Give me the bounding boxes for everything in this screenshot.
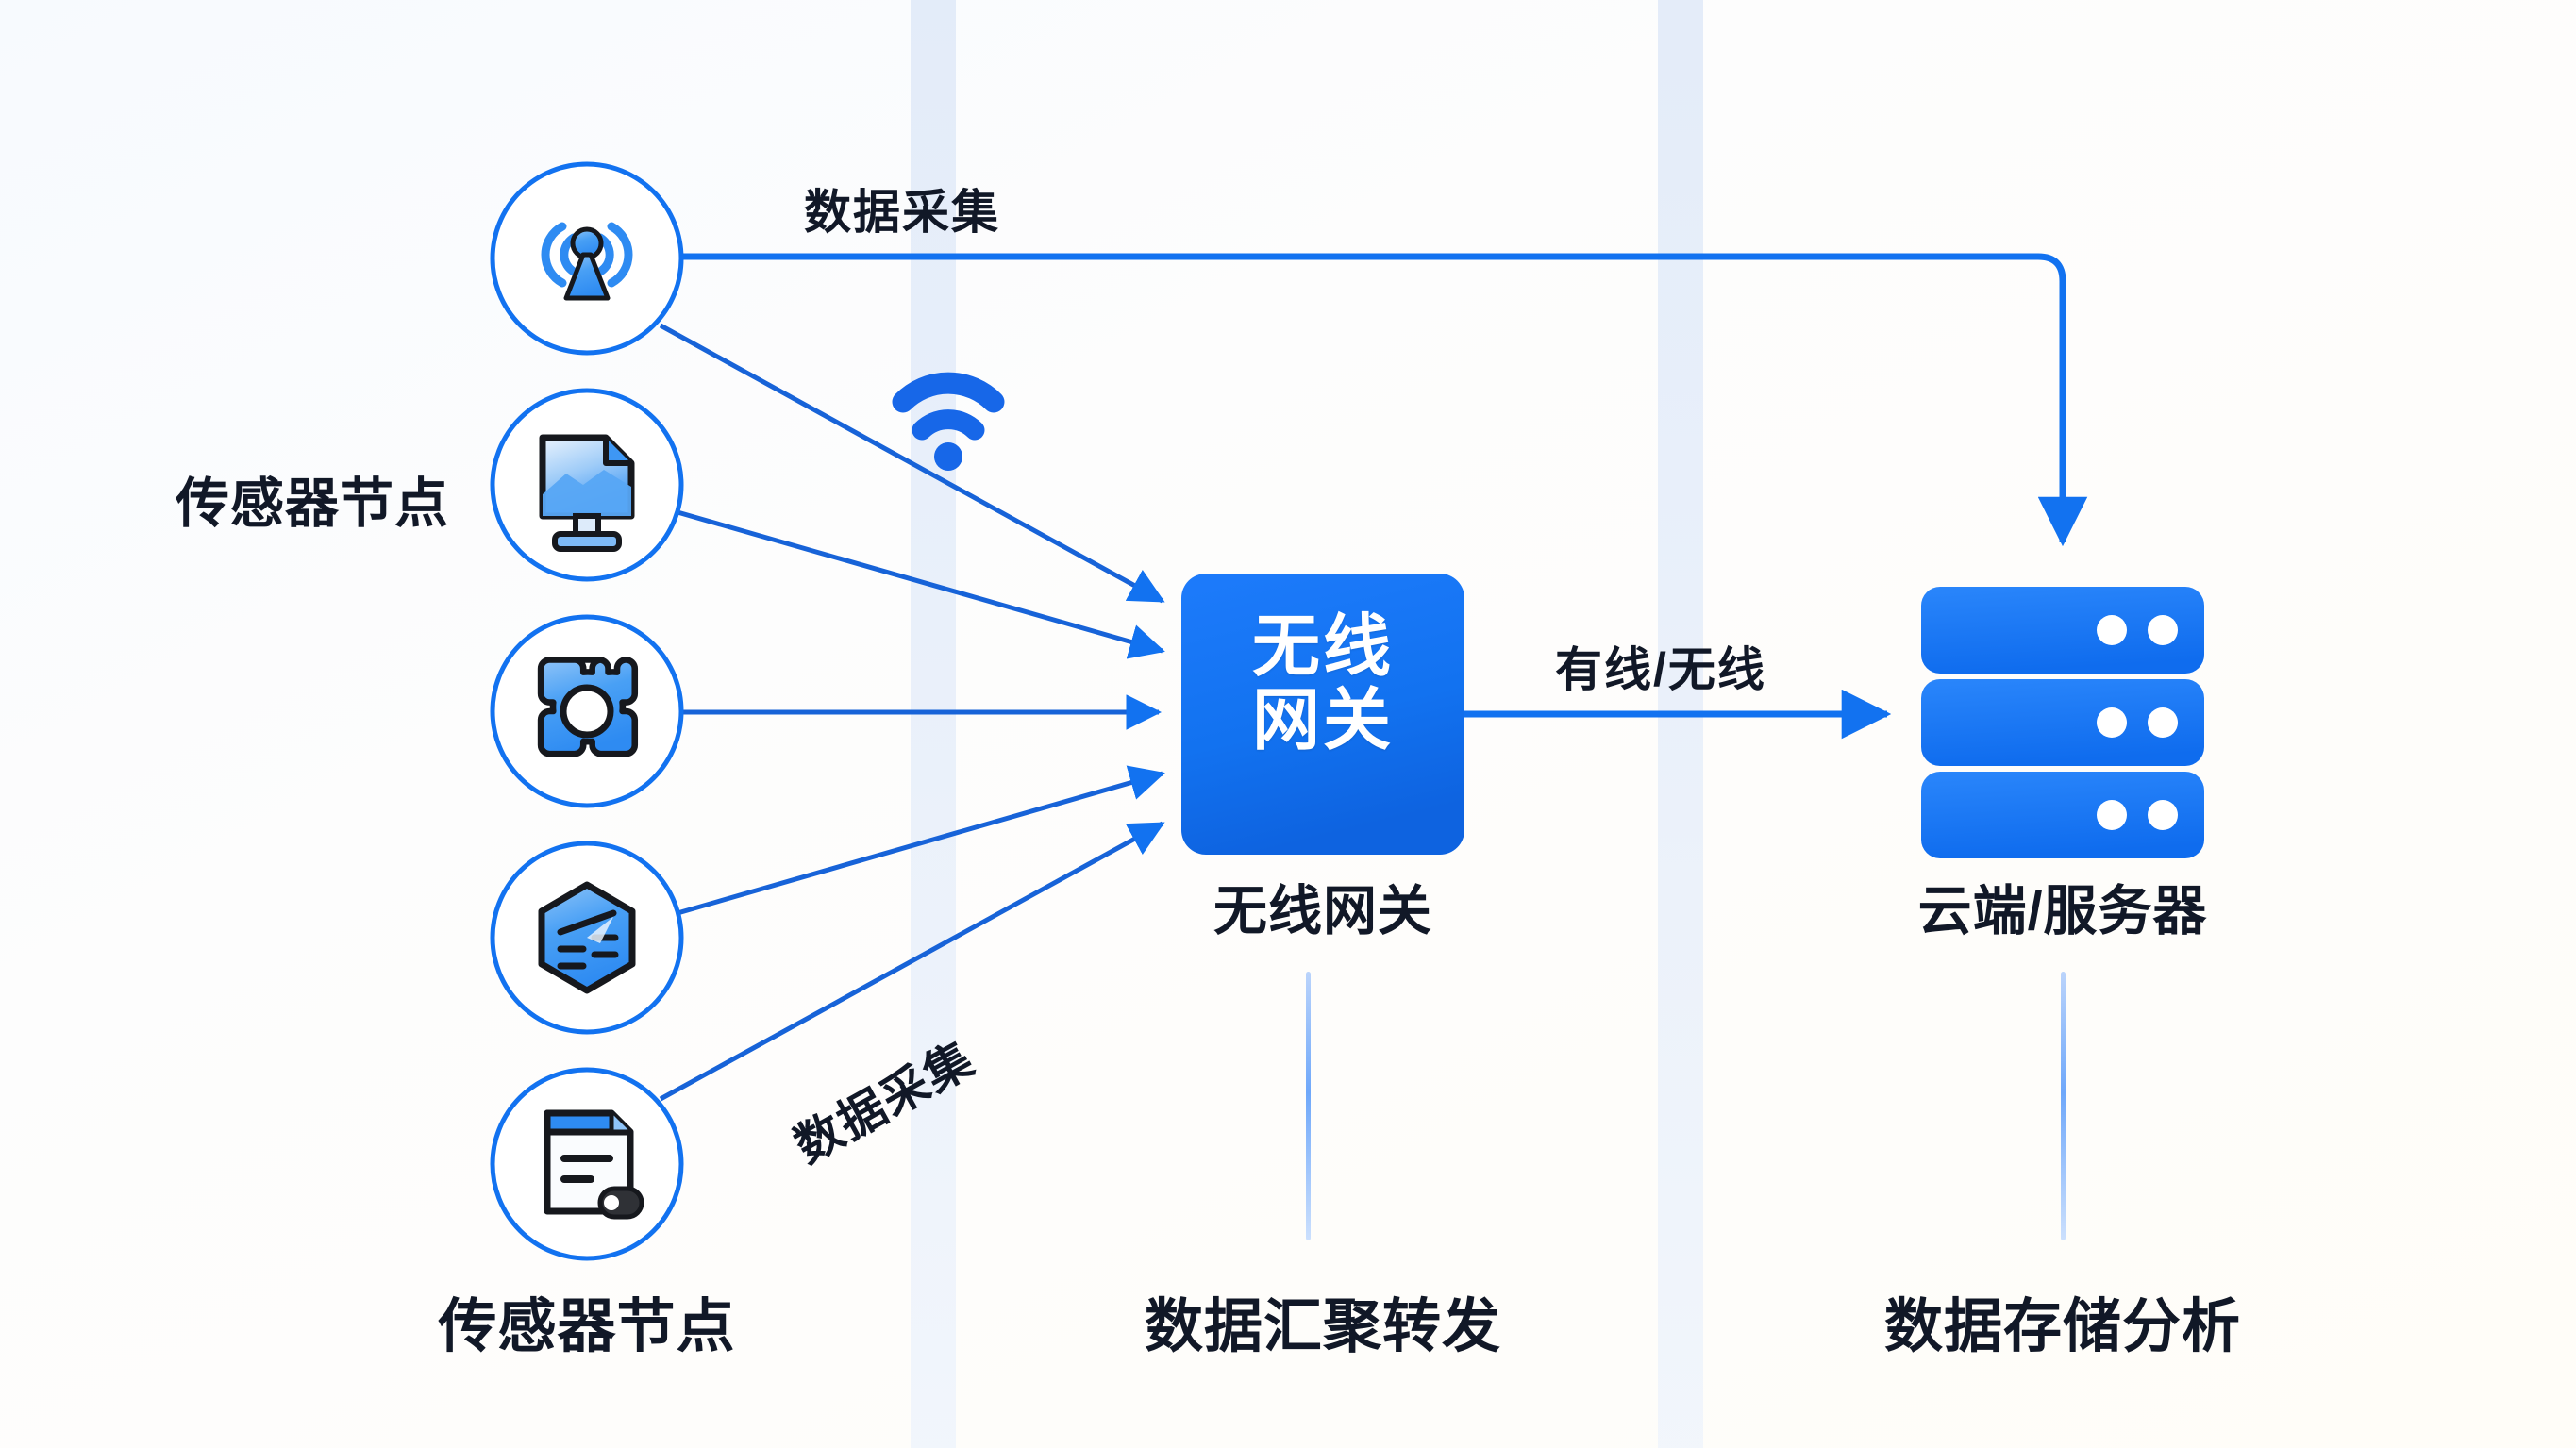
edge-collect-to-server — [681, 253, 2088, 547]
server-rack-icon — [1921, 587, 2204, 858]
edge-label-collect-top: 数据采集 — [804, 186, 1000, 239]
sensor-label-left: 传感器节点 — [176, 474, 449, 534]
gateway-box-line2: 网关 — [1251, 682, 1394, 758]
antenna-signal-icon — [541, 222, 633, 301]
wireless-gateway-box — [1181, 574, 1464, 855]
sensor-node-monitor — [490, 388, 684, 582]
edge-label-uplink: 有线/无线 — [1555, 643, 1766, 696]
edge-hexagon-gateway — [677, 765, 1165, 916]
server-caption: 云端/服务器 — [1917, 881, 2208, 941]
document-record-icon — [544, 1109, 644, 1220]
stage-label-sensors: 传感器节点 — [438, 1294, 736, 1359]
server-rack-row — [1921, 679, 2204, 766]
sensor-node-hexagon — [490, 841, 684, 1035]
sensor-node-document — [490, 1067, 684, 1261]
wifi-icon — [892, 372, 1005, 471]
edge-antenna-gateway — [659, 323, 1165, 604]
edge-monitor-gateway — [677, 509, 1165, 659]
stage-label-aggregate: 数据汇聚转发 — [1144, 1294, 1502, 1359]
gateway-rect — [1181, 574, 1464, 855]
sensor-node-gear — [490, 614, 684, 808]
connector-edges — [659, 253, 2088, 1102]
server-rack-row — [1921, 587, 2204, 674]
gear-icon — [537, 657, 639, 757]
hexagon-list-icon — [538, 881, 636, 994]
edge-document-gateway — [659, 821, 1165, 1102]
monitor-document-icon — [539, 434, 635, 552]
gateway-box-line1: 无线 — [1251, 609, 1394, 685]
stage-label-store: 数据存储分析 — [1883, 1294, 2242, 1359]
sensor-node-antenna — [490, 161, 684, 356]
server-rack-row — [1921, 772, 2204, 858]
gateway-box-text: 无线 网关 — [1181, 609, 1464, 758]
gateway-caption: 无线网关 — [1213, 881, 1432, 941]
